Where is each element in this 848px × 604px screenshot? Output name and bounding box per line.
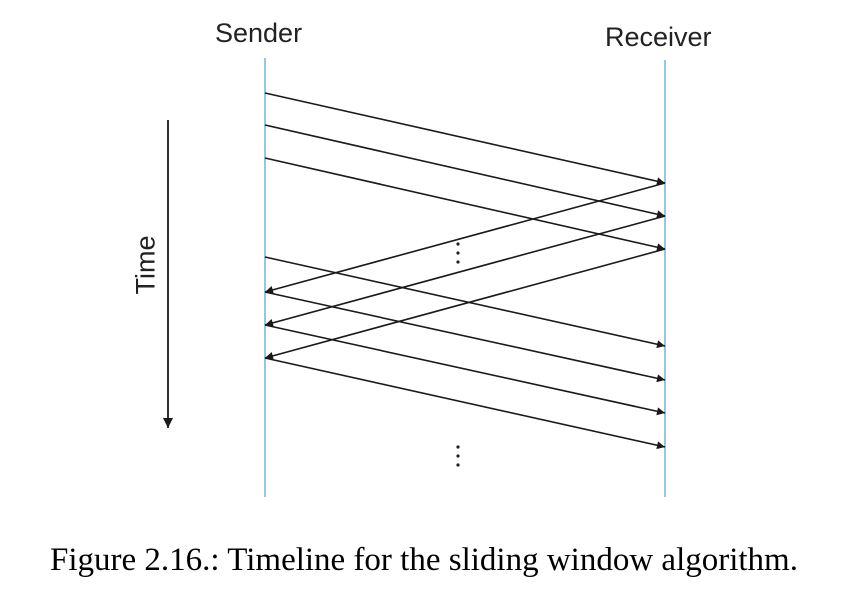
sender-label: Sender xyxy=(215,18,303,48)
frame-arrow-1 xyxy=(264,92,666,186)
frame-arrow-7 xyxy=(264,357,666,450)
figure-caption: Figure 2.16.: Timeline for the sliding w… xyxy=(50,542,798,578)
ack-arrow-1 xyxy=(264,182,666,294)
ack-arrow-3 xyxy=(264,248,666,360)
frame-arrow-5 xyxy=(264,291,666,383)
receiver-label: Receiver xyxy=(605,22,712,52)
frame-arrow-3 xyxy=(264,157,666,252)
time-label: Time xyxy=(130,235,161,295)
frame-arrow-6 xyxy=(264,324,666,416)
ellipsis-bottom xyxy=(456,445,460,467)
frame-arrow-4 xyxy=(264,256,666,349)
ellipsis-middle xyxy=(456,242,460,264)
